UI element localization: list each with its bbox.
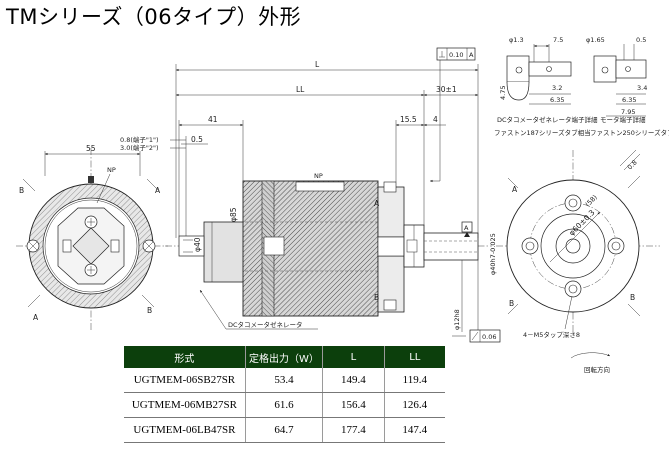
- table-row: UGTMEM-06SB27SR 53.4 149.4 119.4: [124, 368, 445, 393]
- label-b-front-bottomleft: B: [509, 299, 514, 308]
- spec-table: 形式 定格出力（W） L LL UGTMEM-06SB27SR 53.4 149…: [124, 346, 445, 443]
- terminal-detail-right: φ1.65 0.5 3.4 6.35 7.95 モータ端子詳細 ファストン250…: [586, 36, 669, 137]
- terminal-screw-top: [84, 215, 98, 229]
- label-tap: 4－M5タップ深さ8: [523, 330, 580, 339]
- table-row: UGTMEM-06LB47SR 64.7 177.4 147.4: [124, 417, 445, 443]
- tdl-series: ファストン187シリーズタブ相当: [494, 128, 591, 137]
- tdr-title: モータ端子詳細: [600, 115, 646, 124]
- mount-hole-bottom: [564, 280, 582, 298]
- cell-output: 64.7: [244, 417, 323, 443]
- tdl-title: DCタコメータゼネレータ端子詳細: [497, 115, 598, 124]
- tdl-635: 6.35: [550, 96, 564, 104]
- cell-L: 156.4: [322, 392, 385, 418]
- tdr-phi165: φ1.65: [586, 36, 605, 44]
- datum-a: A: [464, 224, 469, 232]
- tdr-05: 0.5: [636, 36, 646, 44]
- tdr-34: 3.4: [637, 84, 647, 92]
- label-a-rear-topright: A: [155, 186, 161, 195]
- label-a-side: A: [374, 199, 380, 208]
- dim-41: 41: [208, 115, 218, 124]
- cell-output: 53.4: [244, 368, 323, 393]
- cell-model: UGTMEM-06LB47SR: [124, 417, 246, 443]
- cell-LL: 147.4: [383, 417, 445, 443]
- label-a-front-topleft: A: [512, 185, 518, 194]
- terminal-screw-left: [26, 239, 40, 253]
- tdl-75: 7.5: [553, 36, 563, 44]
- label-b-front-bottomright: B: [630, 293, 635, 302]
- terminal-screw-bottom: [84, 263, 98, 277]
- dim-phi12: φ12h8: [453, 309, 461, 330]
- label-np-side: NP: [314, 172, 323, 180]
- page-title: TMシリーズ（06タイプ）外形: [6, 5, 302, 29]
- label-b-side: B: [374, 293, 379, 302]
- tdr-795: 7.95: [621, 108, 635, 116]
- rear-end-view: B A A B NP 55: [16, 144, 168, 330]
- cell-LL: 126.4: [383, 392, 445, 418]
- tol-flatness-ref: A: [469, 51, 474, 59]
- col-rated-output: 定格出力（W）: [244, 346, 323, 368]
- dim-0-5: 0.5: [191, 135, 203, 144]
- table-row: UGTMEM-06MB27SR 61.6 156.4 126.4: [124, 392, 445, 418]
- col-model: 形式: [124, 346, 246, 368]
- terminal-screw-right: [142, 239, 156, 253]
- tdl-32: 3.2: [552, 84, 562, 92]
- cell-LL: 119.4: [383, 368, 445, 393]
- dim-phi40: φ40: [193, 237, 202, 252]
- tol-perpendicularity: 0.06: [482, 333, 496, 341]
- cell-L: 177.4: [322, 417, 385, 443]
- tol-flatness: 0.10: [449, 51, 463, 59]
- tdl-phi13: φ1.3: [509, 36, 524, 44]
- mount-hole-left: [521, 237, 539, 255]
- mount-hole-right: [607, 237, 625, 255]
- cell-output: 61.6: [244, 392, 323, 418]
- tdr-series: ファストン250シリーズタブ相当: [590, 128, 669, 137]
- mount-hole-top: [564, 194, 582, 212]
- dim-30: 30±1: [436, 85, 457, 94]
- dim-55: 55: [86, 144, 96, 153]
- col-L: L: [322, 346, 385, 368]
- flatness-frame: 0.10 A: [430, 47, 476, 183]
- label-dc-tachogen: DCタコメータゼネレータ: [228, 320, 303, 329]
- cell-model: UGTMEM-06MB27SR: [124, 392, 246, 418]
- dim-phi85: φ85: [229, 207, 238, 222]
- motor-side-view: A B L LL 30±1 41 15.5 4 0.8(端子"1") 3.0(端…: [120, 47, 501, 343]
- dim-L: L: [315, 60, 320, 69]
- dim-4: 4: [433, 115, 438, 124]
- perpendicularity-frame: 0.06: [469, 329, 501, 343]
- dim-0-8: 0.8: [626, 158, 639, 171]
- cell-model: UGTMEM-06SB27SR: [124, 368, 246, 393]
- label-rotation: 回転方向: [584, 365, 610, 374]
- spec-table-header: 形式 定格出力（W） L LL: [124, 346, 445, 368]
- label-a-rear-bottomleft: A: [33, 313, 39, 322]
- dim-tab2: 3.0(端子"2"): [120, 143, 159, 152]
- dim-LL: LL: [296, 85, 305, 94]
- label-b-rear-bottomright: B: [147, 306, 152, 315]
- terminal-detail-left: φ1.3 7.5 4.75 3.2 6.35 DCタコメータゼネレータ端子詳細 …: [494, 36, 598, 137]
- dim-tab1: 0.8(端子"1"): [120, 135, 159, 144]
- col-LL: LL: [383, 346, 445, 368]
- cell-L: 149.4: [322, 368, 385, 393]
- dim-15-5: 15.5: [400, 115, 417, 124]
- label-b-rear-topleft: B: [19, 186, 24, 195]
- tdr-635: 6.35: [622, 96, 636, 104]
- label-np-rear: NP: [107, 166, 116, 174]
- dim-phi40h7: φ40h7-0.025: [489, 233, 497, 275]
- front-end-view: A B B φ60±0.3 (58) 0.8 4－M5タップ深さ8 回転方向: [496, 149, 660, 374]
- tdl-475: 4.75: [499, 86, 507, 100]
